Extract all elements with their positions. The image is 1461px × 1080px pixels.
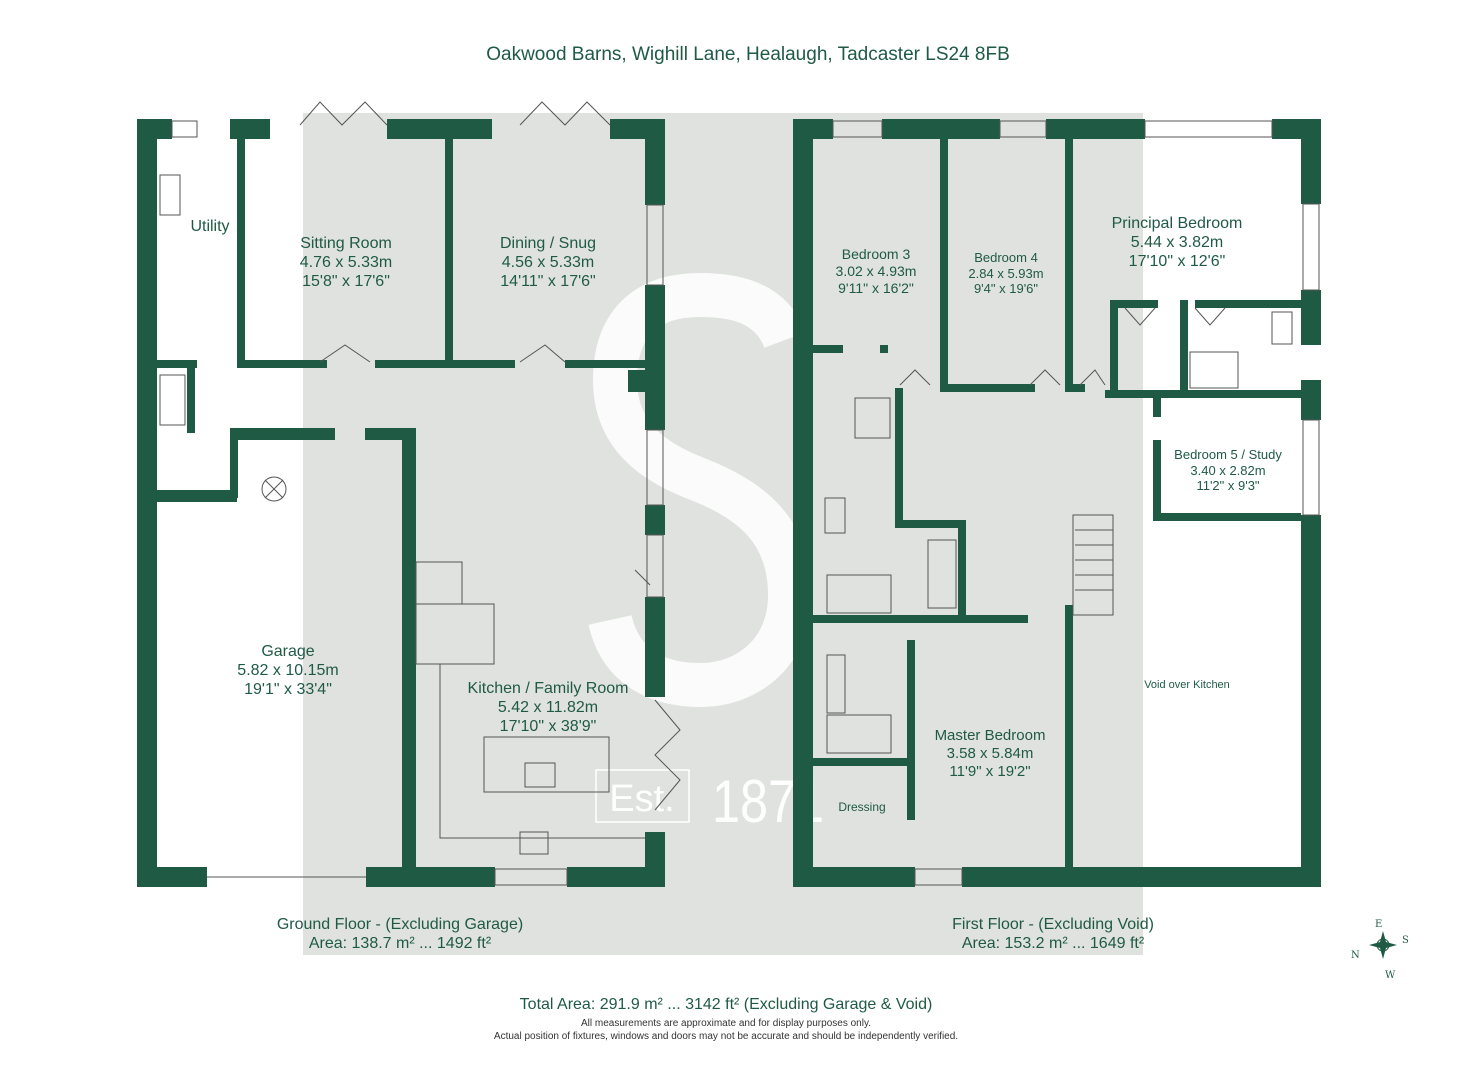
watermark-est-box — [595, 769, 690, 823]
ground-floor-area: Area: 138.7 m² ... 1492 ft² — [308, 935, 492, 953]
room-name: Master Bedroom — [934, 727, 1046, 744]
compass-n: N — [1351, 950, 1360, 961]
total-area: Total Area: 291.9 m² ... 3142 ft² (Exclu… — [519, 996, 933, 1013]
room-imperial: 17'10" x 38'9" — [499, 718, 597, 736]
first-floor-fixtures — [824, 120, 1320, 886]
compass-s: S — [1402, 935, 1409, 946]
room-imperial: 9'11" x 16'2" — [838, 279, 914, 296]
room-metric: 5.42 x 11.82m — [497, 699, 599, 717]
room-name: Dressing — [838, 800, 886, 814]
compass-e: E — [1375, 919, 1382, 930]
room-name: Garage — [261, 643, 315, 660]
first-floor-summary: First Floor - (Excluding Void) Area: 153.… — [952, 915, 1154, 953]
room-name: Kitchen / Family Room — [467, 680, 629, 697]
room-imperial: 15'8" x 17'6" — [302, 273, 390, 291]
disclaimer-line-1: All measurements are approximate and for… — [581, 1018, 871, 1029]
room-metric: 4.56 x 5.33m — [501, 254, 595, 272]
first-floor-label: First Floor - (Excluding Void) — [952, 916, 1154, 933]
room-imperial: 11'9" x 19'2" — [949, 763, 1031, 780]
room-metric: 3.58 x 5.84m — [946, 745, 1034, 762]
room-metric: 3.02 x 4.93m — [835, 262, 917, 279]
room-imperial: 17'10" x 12'6" — [1128, 253, 1226, 271]
room-metric: 3.40 x 2.82m — [1190, 462, 1266, 478]
room-utility: Utility — [190, 217, 229, 236]
room-metric: 5.82 x 10.15m — [237, 662, 339, 680]
room-name: Bedroom 3 — [841, 246, 911, 262]
watermark-logo — [588, 272, 813, 708]
room-imperial: 19'1" x 33'4" — [244, 681, 332, 699]
property-address-title: Oakwood Barns, Wighill Lane, Healaugh, T… — [486, 44, 1010, 65]
room-metric: 5.44 x 3.82m — [1130, 234, 1224, 252]
ground-floor-fixtures — [159, 101, 681, 886]
room-dressing: Dressing — [838, 800, 885, 814]
room-name: Utility — [190, 218, 230, 235]
room-void-over-kitchen: Void over Kitchen — [1144, 679, 1230, 692]
room-imperial: 9'4" x 19'6" — [973, 281, 1039, 297]
room-name: Sitting Room — [300, 235, 392, 252]
room-metric: 2.84 x 5.93m — [968, 265, 1044, 281]
room-imperial: 14'11" x 17'6" — [500, 273, 596, 291]
first-floor-walls — [793, 119, 1321, 887]
ground-floor-label: Ground Floor - (Excluding Garage) — [276, 916, 524, 933]
room-imperial: 11'2" x 9'3" — [1196, 478, 1260, 494]
room-name: Bedroom 5 / Study — [1174, 447, 1282, 462]
room-name: Dining / Snug — [499, 235, 597, 252]
watermark-est: Est. — [609, 778, 674, 820]
room-name: Void over Kitchen — [1144, 679, 1230, 691]
watermark-band — [303, 113, 1143, 955]
disclaimer-line-2: Actual position of fixtures, windows and… — [493, 1031, 959, 1042]
room-name: Principal Bedroom — [1111, 215, 1243, 232]
compass-w: W — [1385, 970, 1396, 981]
compass-icon: E S N W — [1351, 919, 1409, 981]
ground-floor-walls — [137, 119, 665, 887]
ground-floor-summary: Ground Floor - (Excluding Garage) Area: 1… — [277, 915, 523, 953]
first-floor-area: Area: 153.2 m² ... 1649 ft² — [961, 935, 1145, 953]
room-metric: 4.76 x 5.33m — [299, 254, 393, 272]
room-name: Bedroom 4 — [974, 250, 1038, 265]
